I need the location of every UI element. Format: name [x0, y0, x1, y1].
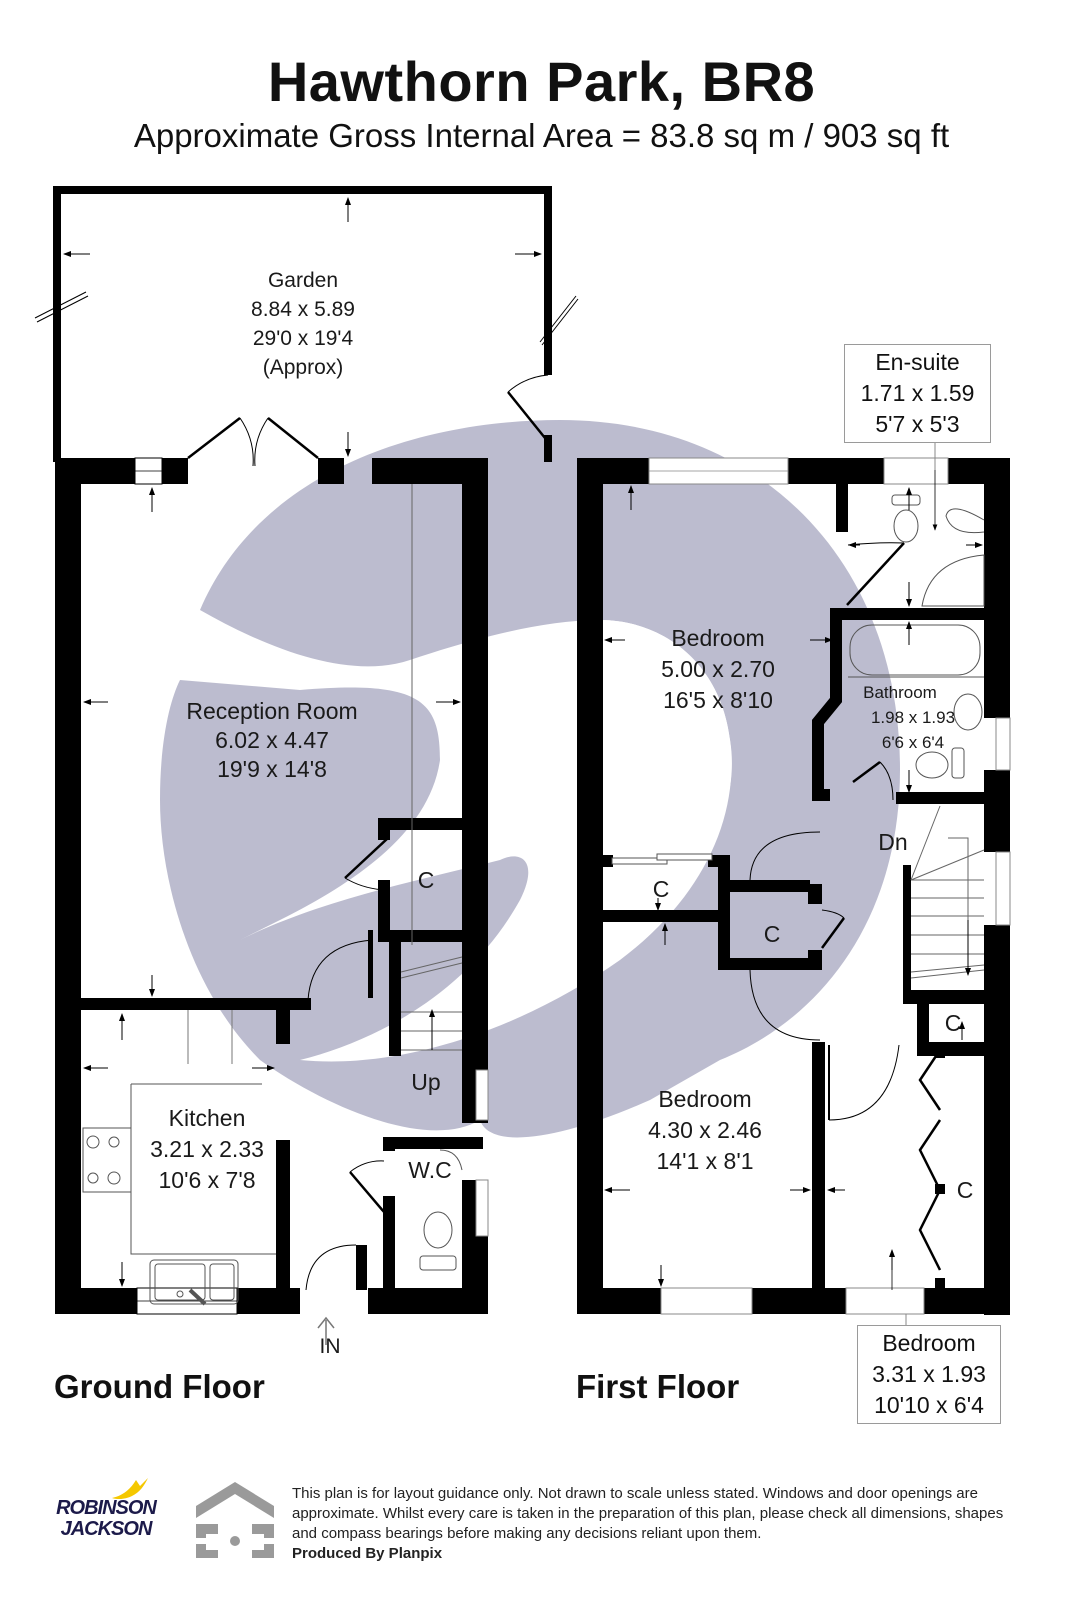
- bathroom-imperial: 6'6 x 6'4: [882, 733, 944, 752]
- stairs-up-label: Up: [411, 1069, 440, 1095]
- bedroom2-metric: 4.30 x 2.46: [648, 1117, 762, 1143]
- watermark: [160, 420, 900, 1138]
- bedroom1-imperial: 16'5 x 8'10: [663, 687, 773, 713]
- bathroom-metric: 1.98 x 1.93: [871, 708, 955, 727]
- bedroom2-imperial: 14'1 x 8'1: [656, 1148, 753, 1174]
- planpix-logo-icon: [196, 1482, 274, 1558]
- wc-label: W.C: [408, 1157, 451, 1183]
- bathroom-name: Bathroom: [863, 683, 937, 702]
- reception-name: Reception Room: [186, 698, 357, 724]
- bedroom3-callout: Bedroom 3.31 x 1.93 10'10 x 6'4: [857, 1325, 1001, 1424]
- kitchen-imperial: 10'6 x 7'8: [158, 1167, 255, 1193]
- first-cupboard-1: C: [653, 876, 670, 902]
- hob-icon: [82, 1127, 132, 1193]
- toilet-icon: [419, 1149, 463, 1271]
- ground-floor-plan: [34, 186, 579, 1345]
- bedroom2-name: Bedroom: [658, 1086, 751, 1112]
- garden-metric: 8.84 x 5.89: [251, 298, 355, 321]
- agent-logo-line1: ROBINSON: [56, 1497, 157, 1519]
- bathroom-fixtures: [848, 624, 984, 779]
- area-subtitle: Approximate Gross Internal Area = 83.8 s…: [133, 117, 950, 154]
- first-cupboard-4: C: [957, 1177, 974, 1203]
- first-floor-plan: [577, 440, 1011, 1325]
- garden-name: Garden: [268, 269, 338, 292]
- produced-by: Produced By Planpix: [292, 1545, 443, 1562]
- watermark-cutout: [470, 620, 732, 900]
- entrance-label: IN: [320, 1335, 341, 1358]
- first-cupboard-3: C: [945, 1010, 962, 1036]
- page-title: Hawthorn Park, BR8: [267, 50, 816, 113]
- ground-cupboard-label: C: [418, 867, 435, 893]
- bedroom3-imperial: 10'10 x 6'4: [874, 1392, 984, 1418]
- ensuite-callout: En-suite 1.71 x 1.59 5'7 x 5'3: [844, 344, 991, 443]
- sink-icon: [149, 1259, 239, 1306]
- reception-imperial: 19'9 x 14'8: [217, 756, 327, 782]
- reception-metric: 6.02 x 4.47: [215, 727, 329, 753]
- ensuite-name: En-suite: [875, 349, 960, 375]
- first-cupboard-2: C: [764, 921, 781, 947]
- agent-logo: ROBINSON JACKSON: [54, 1478, 158, 1552]
- bedroom1-metric: 5.00 x 2.70: [661, 656, 775, 682]
- garden-imperial: 29'0 x 19'4: [253, 327, 354, 350]
- disclaimer-text: This plan is for layout guidance only. N…: [292, 1485, 1004, 1542]
- ground-floor-label: Ground Floor: [54, 1368, 265, 1405]
- garden-note: (Approx): [263, 356, 344, 379]
- kitchen-name: Kitchen: [169, 1105, 246, 1131]
- ensuite-fixtures: [891, 494, 985, 607]
- first-floor-label: First Floor: [576, 1368, 740, 1405]
- bedroom3-name: Bedroom: [882, 1330, 976, 1356]
- bedroom1-name: Bedroom: [671, 625, 764, 651]
- kitchen-metric: 3.21 x 2.33: [150, 1136, 264, 1162]
- first-floor-labels: Bedroom 5.00 x 2.70 16'5 x 8'10 Bathroom…: [648, 625, 973, 1203]
- ensuite-metric: 1.71 x 1.59: [860, 380, 975, 406]
- stairs-down-label: Dn: [878, 829, 907, 855]
- agent-logo-line2: JACKSON: [60, 1518, 153, 1540]
- bedroom3-metric: 3.31 x 1.93: [872, 1361, 986, 1387]
- ensuite-imperial: 5'7 x 5'3: [875, 411, 960, 437]
- disclaimer: This plan is for layout guidance only. N…: [292, 1484, 1012, 1564]
- swallow-icon: [112, 1478, 148, 1500]
- ground-floor-labels: Garden 8.84 x 5.89 29'0 x 19'4 (Approx) …: [150, 269, 452, 1358]
